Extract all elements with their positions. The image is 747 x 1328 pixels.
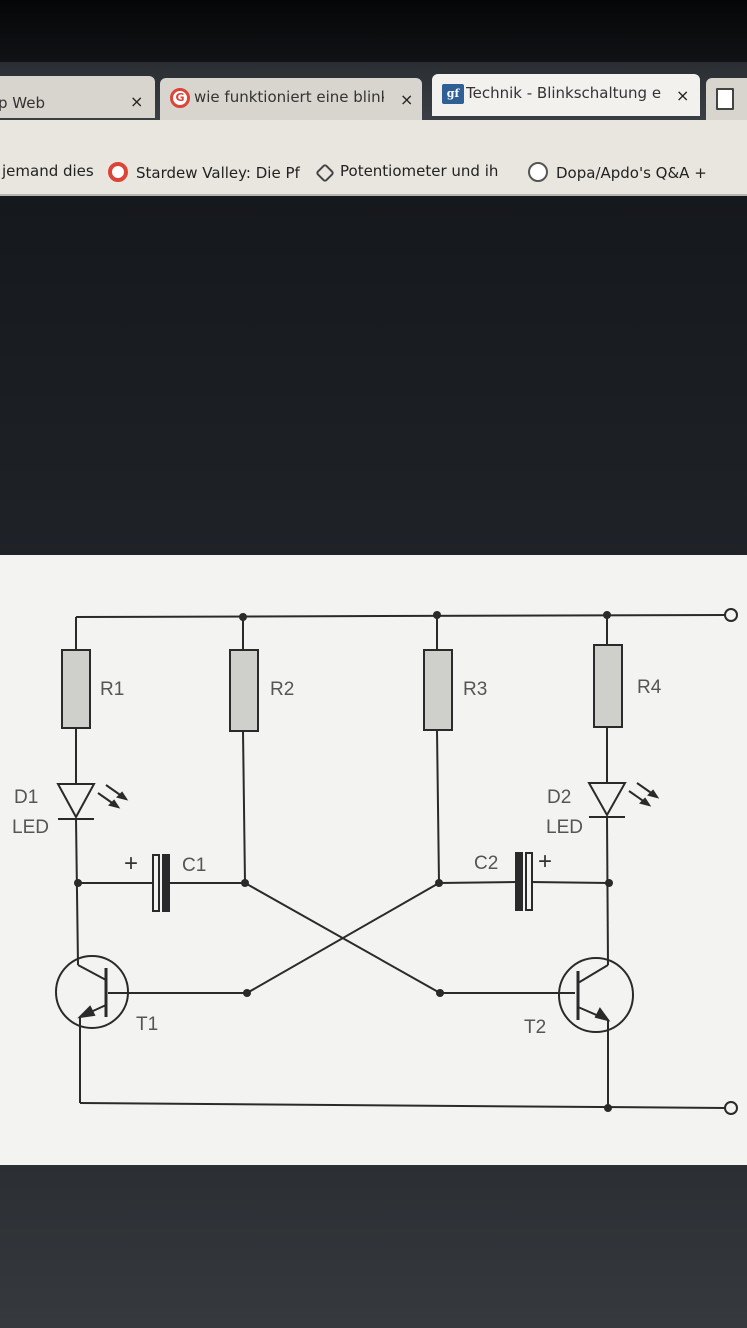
- page-content-bottom-area: [0, 1165, 747, 1328]
- label-d1-led: LED: [12, 817, 49, 838]
- resistor-r1: [61, 649, 91, 729]
- bookmark-item[interactable]: jemand dies: [2, 162, 94, 180]
- monitor-bezel: [0, 0, 747, 62]
- label-c1: C1: [182, 855, 206, 876]
- google-icon: [108, 162, 128, 182]
- tab-label: p Web: [0, 94, 45, 112]
- tab-new-document[interactable]: [706, 78, 747, 120]
- tab-web[interactable]: p Web ×: [0, 76, 155, 118]
- label-c2-polarity: +: [538, 848, 552, 875]
- transistor-t2: [558, 957, 634, 1033]
- junction-dots: [74, 611, 613, 1112]
- label-c1-polarity: +: [124, 850, 138, 877]
- label-r4: R4: [637, 677, 662, 698]
- bookmark-label: Dopa/Apdo's Q&A +: [556, 164, 707, 182]
- tab-label: Technik - Blinkschaltung e: [466, 84, 662, 102]
- potentiometer-icon: [315, 163, 335, 183]
- tab-technik-blinkschaltung[interactable]: gf Technik - Blinkschaltung e ×: [432, 74, 700, 116]
- circuit-diagram: R1 R2 R3 R4 D1 LED D2 LED + C1 C2 + T1 T…: [0, 555, 747, 1165]
- bookmark-label: Stardew Valley: Die Pf: [136, 164, 300, 182]
- bookmark-item[interactable]: Stardew Valley: Die Pf: [108, 162, 300, 182]
- label-d2-led: LED: [546, 817, 583, 838]
- bookmark-label: Potentiometer und ih: [340, 162, 499, 180]
- capacitor-c1: [152, 854, 170, 912]
- label-r3: R3: [463, 679, 487, 700]
- label-r1: R1: [100, 679, 124, 700]
- bookmarks-bar: jemand dies Stardew Valley: Die Pf Poten…: [0, 120, 747, 196]
- led-d1: [56, 783, 129, 820]
- label-d2: D2: [547, 787, 571, 808]
- label-t1: T1: [136, 1014, 158, 1035]
- page-content-dark-area: [0, 196, 747, 556]
- tab-close-icon[interactable]: ×: [400, 90, 414, 109]
- tab-google-search[interactable]: G wie funktioniert eine blink ×: [160, 78, 422, 120]
- label-c2: C2: [474, 853, 498, 874]
- reddit-icon: [528, 162, 548, 182]
- tab-close-icon[interactable]: ×: [676, 86, 690, 105]
- label-d1: D1: [14, 787, 38, 808]
- transistor-t1: [55, 955, 129, 1029]
- gutefrage-icon: gf: [442, 84, 464, 104]
- tab-close-icon[interactable]: ×: [130, 92, 144, 111]
- capacitor-c2: [515, 852, 533, 911]
- resistor-r3: [423, 649, 453, 731]
- terminal-minus: [724, 1101, 738, 1115]
- google-icon: G: [170, 88, 190, 108]
- bookmark-item[interactable]: Dopa/Apdo's Q&A +: [528, 162, 707, 182]
- label-t2: T2: [524, 1017, 546, 1038]
- resistor-r4: [593, 644, 623, 728]
- label-r2: R2: [270, 679, 294, 700]
- led-d2: [587, 782, 660, 818]
- terminal-plus: [724, 608, 738, 622]
- astable-multivibrator-schematic: R1 R2 R3 R4 D1 LED D2 LED + C1 C2 + T1 T…: [12, 608, 738, 1115]
- tab-label: wie funktioniert eine blink: [194, 88, 384, 106]
- document-icon: [716, 88, 734, 110]
- resistor-r2: [229, 649, 259, 732]
- bookmark-item[interactable]: Potentiometer und ih: [315, 162, 499, 183]
